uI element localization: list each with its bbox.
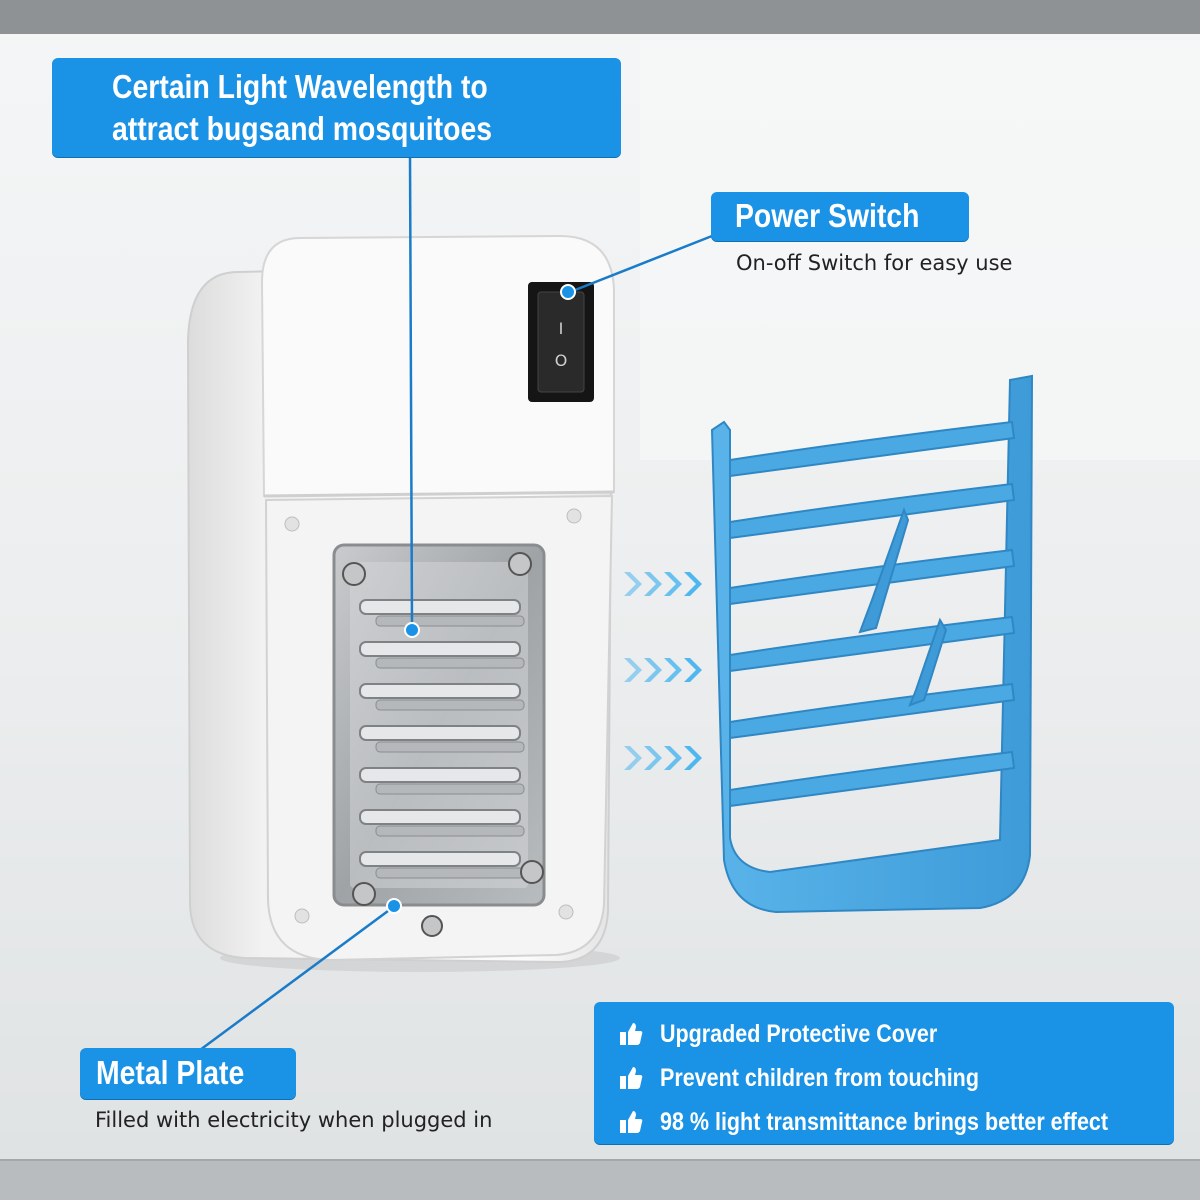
cover-bar <box>729 420 1016 478</box>
light-leader-line <box>408 156 414 629</box>
arrow-chevron <box>664 658 682 682</box>
arrow-chevron <box>644 658 662 682</box>
plate-bar <box>359 809 521 825</box>
plate-screw <box>352 882 376 906</box>
panel-hole <box>284 516 300 532</box>
arrow-chevron <box>624 658 642 682</box>
cover-frame <box>710 374 1034 914</box>
panel-hole <box>294 908 310 924</box>
device-top-cap <box>260 234 615 498</box>
arrow-chevron <box>644 746 662 770</box>
feature-item: Prevent children from touching <box>618 1056 1174 1100</box>
protective-cover <box>710 374 1034 914</box>
switch-off-mark: O <box>555 351 568 370</box>
cover-bar <box>729 482 1016 540</box>
cover-bar <box>729 682 1016 740</box>
cover-bar <box>729 750 1016 808</box>
feature-item: Upgraded Protective Cover <box>618 1012 1174 1056</box>
light-leader-dot <box>404 622 420 638</box>
cover-bolt <box>908 617 948 707</box>
metal-leader-dot <box>386 898 402 914</box>
power-leader-line <box>569 234 713 294</box>
plate-bar <box>359 599 521 615</box>
plate-screw <box>508 552 532 576</box>
metal-plate-title: Metal Plate <box>96 1054 245 1091</box>
arrow-chevron <box>664 572 682 596</box>
plate-bar-shadow <box>375 783 525 795</box>
top-strip <box>0 0 1200 34</box>
plate-bar <box>359 767 521 783</box>
light-callout-line2: attract bugsand mosquitoes <box>112 110 493 147</box>
plate-bar-shadow <box>375 825 525 837</box>
metal-plate <box>332 543 546 937</box>
light-callout-line1: Certain Light Wavelength to <box>112 68 488 105</box>
power-leader-dot <box>560 284 576 300</box>
cover-bar <box>729 548 1016 606</box>
plate-bar-shadow <box>375 867 525 879</box>
plate-bar <box>359 641 521 657</box>
metal-plate-subtitle: Filled with electricity when plugged in <box>95 1108 493 1132</box>
arrow-chevron <box>644 572 662 596</box>
plate-screw <box>342 562 366 586</box>
plate-screw <box>421 915 443 937</box>
metal-plate-callout: Metal Plate <box>80 1048 296 1099</box>
thumbs-up-icon <box>620 1067 643 1089</box>
features-panel: Upgraded Protective Cover Prevent childr… <box>594 1002 1174 1144</box>
arrow-chevron <box>684 658 702 682</box>
plate-bar <box>359 725 521 741</box>
plate-bar-shadow <box>375 615 525 627</box>
arrow-chevron <box>684 746 702 770</box>
feature-text: Upgraded Protective Cover <box>660 1019 938 1048</box>
switch-on-mark: I <box>559 319 564 338</box>
arrow-chevron <box>624 746 642 770</box>
panel-hole <box>558 904 574 920</box>
plate-bar <box>359 851 521 867</box>
switch-rocker <box>537 291 585 393</box>
plate-screw <box>520 860 544 884</box>
plate-bar-shadow <box>375 657 525 669</box>
cap-seam <box>263 490 615 498</box>
rocker-switch[interactable]: I O <box>528 282 594 402</box>
arrow-chevron <box>684 572 702 596</box>
arrow-indicators <box>624 572 702 770</box>
window-frame <box>640 40 1200 460</box>
metal-leader-line <box>199 906 393 1052</box>
plate-bar-shadow <box>375 699 525 711</box>
power-switch-subtitle: On-off Switch for easy use <box>736 251 1013 275</box>
feature-text: 98 % light transmittance brings better e… <box>660 1107 1109 1136</box>
feature-text: Prevent children from touching <box>660 1063 979 1092</box>
thumbs-up-icon <box>620 1023 643 1045</box>
plate-bar-shadow <box>375 741 525 753</box>
bottom-floor <box>0 1160 1200 1200</box>
power-switch-title: Power Switch <box>735 197 920 234</box>
light-wavelength-callout: Certain Light Wavelength to attract bugs… <box>52 58 621 157</box>
plate-bar <box>359 683 521 699</box>
arrow-chevron <box>664 746 682 770</box>
thumbs-up-icon <box>620 1111 643 1133</box>
panel-hole <box>566 508 582 524</box>
feature-item: 98 % light transmittance brings better e… <box>618 1100 1174 1144</box>
power-switch-callout: Power Switch <box>711 192 969 241</box>
cover-bolt <box>858 507 910 634</box>
arrow-chevron <box>624 572 642 596</box>
